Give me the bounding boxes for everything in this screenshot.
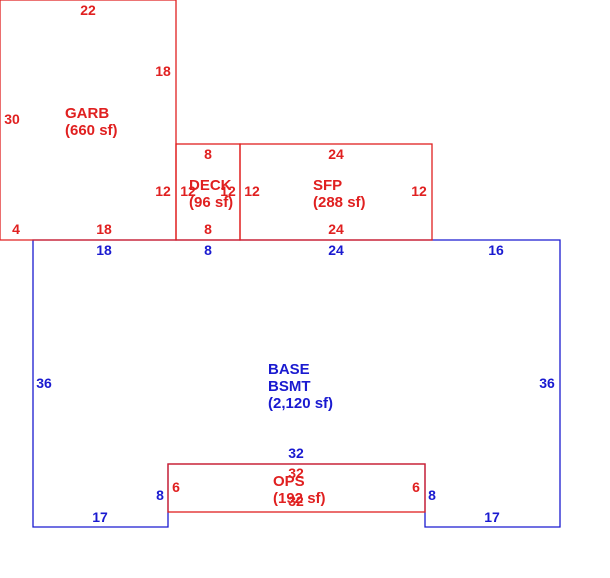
dim-deck-bottom: 8: [204, 221, 212, 237]
dim-deck-left: 12: [180, 183, 196, 199]
sfp-area-label: (288 sf): [313, 194, 366, 211]
dim-sfp-right: 12: [411, 183, 427, 199]
sfp-outline: [239, 143, 433, 241]
sfp-name-label: SFP: [313, 177, 342, 194]
dim-base-top-1: 18: [96, 242, 112, 258]
dim-base-right: 36: [539, 375, 555, 391]
deck-name-label: DECK: [189, 177, 232, 194]
dim-base-inner-top: 32: [288, 445, 304, 461]
garb-area-label: (660 sf): [65, 122, 118, 139]
dim-garb-top: 22: [80, 2, 96, 18]
ops-area-label: (192 sf): [273, 490, 326, 507]
dim-garb-right: 18: [155, 63, 171, 79]
dim-garb-bottom: 18: [96, 221, 112, 237]
garb-name-label: GARB: [65, 105, 109, 122]
dim-base-top-3: 24: [328, 242, 344, 258]
dim-garb-right-lower: 12: [155, 183, 171, 199]
dim-sfp-bottom: 24: [328, 221, 344, 237]
ops-name-label: OPS: [273, 473, 305, 490]
dim-base-top-2: 8: [204, 242, 212, 258]
base-area-label: (2,120 sf): [268, 395, 333, 412]
dim-base-inner-right: 8: [428, 487, 436, 503]
dim-sfp-left: 12: [244, 183, 260, 199]
dim-garb-left: 30: [4, 111, 20, 127]
dim-sfp-top: 24: [328, 146, 344, 162]
dim-base-left: 36: [36, 375, 52, 391]
dim-base-bottom-right: 17: [484, 509, 500, 525]
dim-deck-top: 8: [204, 146, 212, 162]
dim-base-inner-left: 8: [156, 487, 164, 503]
dim-base-bottom-left: 17: [92, 509, 108, 525]
dim-base-top-4: 16: [488, 242, 504, 258]
dim-ops-left: 6: [172, 479, 180, 495]
deck-area-label: (96 sf): [189, 194, 233, 211]
ops-outline: [167, 463, 426, 513]
dim-ops-right: 6: [412, 479, 420, 495]
dim-ops-bottom: 32: [288, 493, 304, 509]
dim-garb-left-notch: 4: [12, 221, 20, 237]
base-name-label-1: BASE: [268, 361, 310, 378]
base-name-label-2: BSMT: [268, 378, 311, 395]
dim-ops-top: 32: [288, 465, 304, 481]
dim-deck-right: 12: [220, 183, 236, 199]
